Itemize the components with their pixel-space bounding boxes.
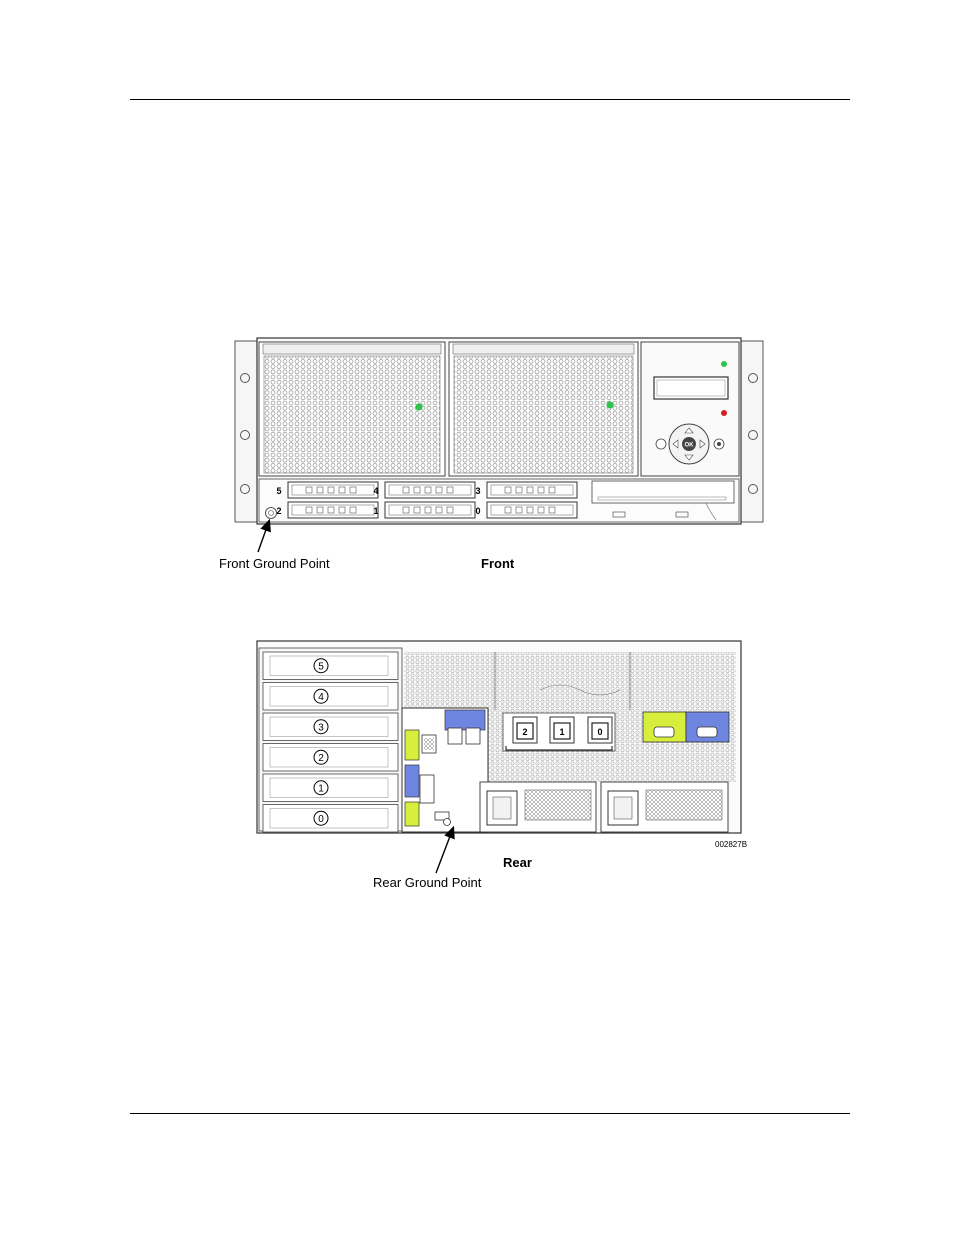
serial-port-yellow: [405, 730, 419, 760]
fault-led-icon: [721, 410, 727, 416]
fan-status-led-icon: [606, 401, 613, 408]
drive-bay: 4: [373, 482, 475, 498]
front-caption: Front: [481, 556, 515, 571]
pcie-slot: 4: [263, 683, 398, 711]
vga-connector-icon: [420, 775, 434, 803]
front-view: OK 5 4 3 2 1 0 Front Ground Point Front: [219, 338, 763, 571]
rear-io-modules: 2 1 0: [503, 713, 615, 751]
ethernet-port-blue: [445, 710, 485, 730]
drive-bay-number: 0: [475, 506, 480, 516]
io-module: 2: [513, 717, 537, 743]
rear-view: 5 4 3 2 1 0 2 1 0: [257, 641, 747, 890]
front-left-rack-ear: [235, 341, 257, 522]
drive-bay: 1: [373, 502, 475, 518]
ethernet-port-icon: [466, 728, 480, 744]
pcie-slot: 5: [263, 652, 398, 680]
drive-bay: 0: [475, 502, 577, 518]
pcie-slot: 1: [263, 774, 398, 802]
io-module: 0: [588, 717, 612, 743]
pcie-slot-number: 1: [318, 783, 324, 794]
pcie-slot-number: 5: [318, 661, 324, 672]
fan-status-led-icon: [415, 403, 422, 410]
front-fan-bezel-left: [259, 342, 445, 476]
drive-bay-number: 4: [373, 486, 378, 496]
drive-bay-number: 2: [276, 506, 281, 516]
pcie-slot: 3: [263, 713, 398, 741]
rear-ground-arrow: [436, 831, 452, 873]
rear-vent-upper: [404, 652, 736, 710]
rear-power-supplies: [480, 782, 728, 832]
front-fan-bezel-right: [449, 342, 638, 476]
drive-bay-number: 5: [276, 486, 281, 496]
pcie-slot-number: 2: [318, 753, 324, 764]
pcie-slot-number: 4: [318, 692, 324, 703]
rear-ground-point-icon: [444, 819, 451, 826]
io-module: 1: [550, 717, 574, 743]
front-ground-arrow: [258, 524, 268, 552]
rear-pcie-slots: 5 4 3 2 1 0: [259, 648, 402, 832]
db9-connector-icon: [654, 727, 674, 737]
ok-button-label: OK: [685, 443, 695, 449]
io-module-number: 2: [522, 727, 527, 737]
drive-bay-number: 3: [475, 486, 480, 496]
pcie-slot-number: 3: [318, 722, 324, 733]
db9-connector-icon: [697, 727, 717, 737]
pcie-slot-number: 0: [318, 814, 324, 825]
front-ground-point-label: Front Ground Point: [219, 556, 330, 571]
rear-ground-point-label: Rear Ground Point: [373, 875, 482, 890]
io-module-number: 1: [559, 727, 564, 737]
ethernet-port-icon: [448, 728, 462, 744]
io-module-number: 0: [597, 727, 602, 737]
usb-port-yellow: [405, 802, 419, 826]
drive-bay: 3: [475, 482, 577, 498]
drive-bay: 5: [276, 482, 378, 498]
rear-serial-ports: [643, 712, 729, 742]
back-button: [656, 439, 666, 449]
figure-id: 002827B: [715, 840, 747, 849]
drive-bay: 2: [276, 502, 378, 518]
rear-management-module: [402, 708, 488, 832]
drive-bay-number: 1: [373, 506, 378, 516]
power-led-icon: [721, 361, 727, 367]
pcie-slot: 0: [263, 805, 398, 833]
front-control-panel: OK: [641, 342, 739, 476]
front-ground-point-icon: [266, 508, 277, 519]
pcie-slot: 2: [263, 744, 398, 772]
rear-caption: Rear: [503, 855, 532, 870]
front-right-rack-ear: [741, 341, 763, 522]
video-port-blue: [405, 765, 419, 797]
